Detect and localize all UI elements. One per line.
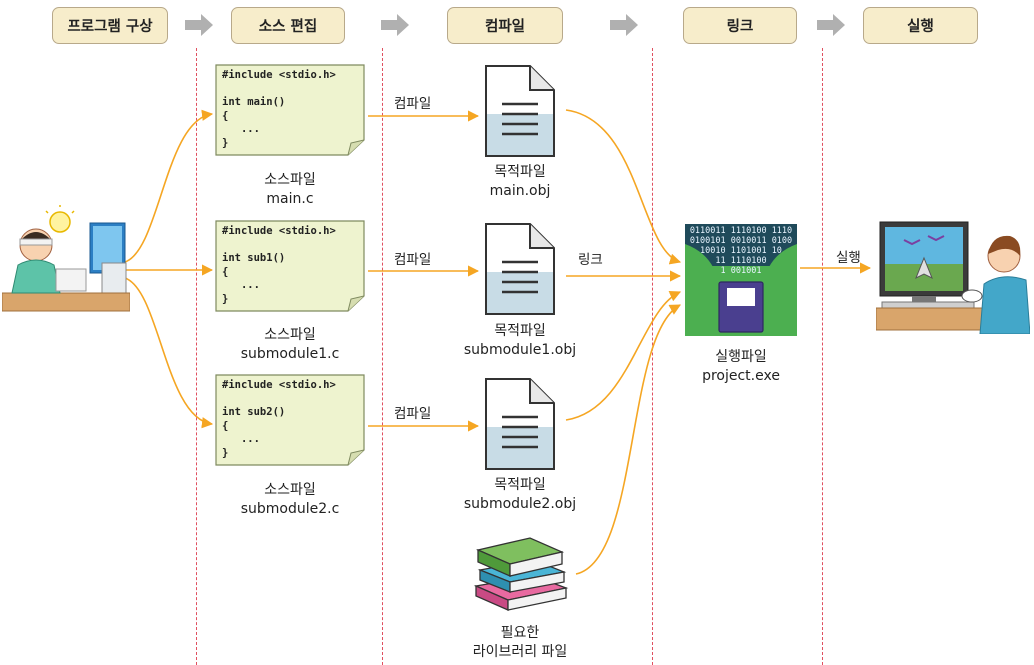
stage-program-design: 프로그램 구상 <box>52 7 168 44</box>
stage-source-edit: 소스 편집 <box>231 7 345 44</box>
stage-run: 실행 <box>863 7 978 44</box>
source-code-card <box>215 220 365 312</box>
flow-arrow <box>124 277 214 429</box>
compile-label: 컴파일 <box>394 406 432 422</box>
source-code-card <box>215 374 365 466</box>
stage-divider <box>652 48 653 665</box>
source-code-text: #include <stdio.h> int sub2(){ ...} <box>222 379 336 459</box>
object-file-icon <box>485 378 555 470</box>
source-code-card <box>215 64 365 156</box>
flow-arrow <box>565 109 682 265</box>
source-code-text: #include <stdio.h> int main(){ ...} <box>222 69 336 149</box>
compile-label: 컴파일 <box>394 96 432 112</box>
library-books-icon <box>473 537 569 611</box>
binary-code-text: 0110011 1110100 1110 0100101 0010011 010… <box>689 226 793 276</box>
stage-arrow-icon <box>185 14 213 36</box>
stage-divider <box>822 48 823 665</box>
run-label: 실행 <box>836 250 861 266</box>
compile-label: 컴파일 <box>394 252 432 268</box>
stage-arrow-icon <box>381 14 409 36</box>
source-code-text: #include <stdio.h> int sub1(){ ...} <box>222 225 336 305</box>
link-label: 링크 <box>578 252 603 268</box>
stage-divider <box>196 48 197 665</box>
stage-arrow-icon <box>610 14 638 36</box>
flow-arrow <box>124 109 214 263</box>
stage-compile: 컴파일 <box>447 7 563 44</box>
object-file-icon <box>485 223 555 315</box>
executable-file-icon: 0110011 1110100 1110 0100101 0010011 010… <box>685 224 797 336</box>
game-player-illustration <box>876 221 1030 334</box>
object-file-icon <box>485 65 555 157</box>
stage-divider <box>382 48 383 665</box>
flow-arrow <box>575 304 681 575</box>
stage-arrow-icon <box>817 14 845 36</box>
programmer-illustration <box>2 205 130 312</box>
flow-arrow <box>565 291 682 421</box>
stage-link: 링크 <box>683 7 797 44</box>
